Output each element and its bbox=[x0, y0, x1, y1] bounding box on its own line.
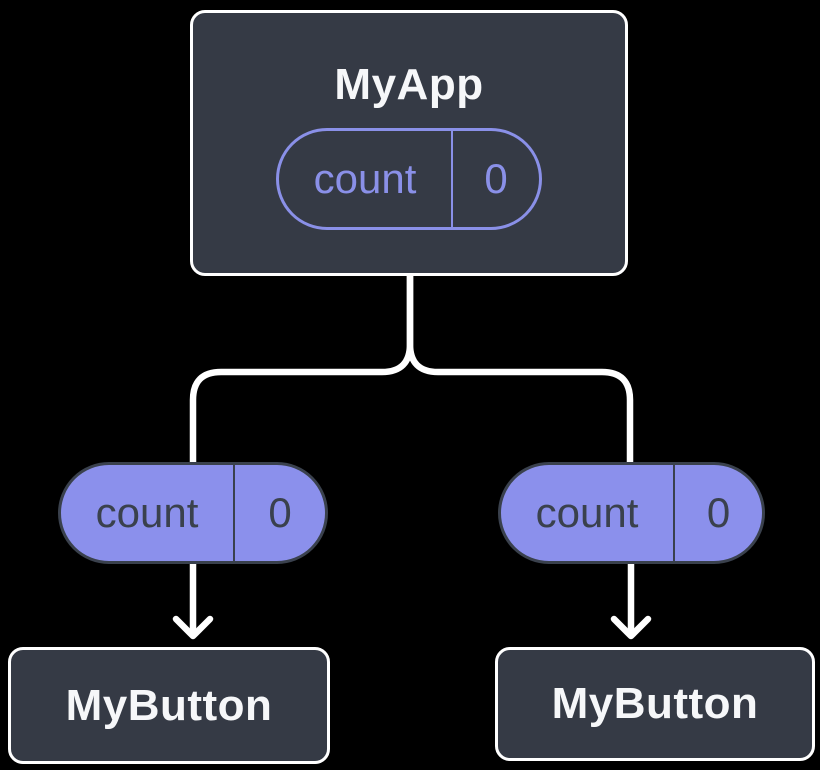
prop-pill-value: 0 bbox=[706, 489, 731, 536]
prop-pill-left: count 0 bbox=[58, 462, 328, 564]
prop-pill-key: count bbox=[61, 465, 235, 561]
component-node-mybutton-left: MyButton bbox=[8, 647, 330, 764]
component-node-myapp: MyApp count 0 bbox=[190, 10, 628, 276]
state-pill-value: 0 bbox=[484, 155, 508, 202]
branch-left-line bbox=[189, 269, 414, 470]
prop-pill-value: 0 bbox=[268, 489, 292, 536]
prop-pill-key: count bbox=[501, 465, 675, 561]
arrow-right-head bbox=[610, 615, 652, 640]
arrow-left-head bbox=[172, 615, 214, 640]
prop-pill-right: count 0 bbox=[498, 462, 765, 564]
state-pill-key: count bbox=[279, 131, 453, 227]
node-title: MyButton bbox=[551, 679, 759, 728]
node-title: MyApp bbox=[334, 60, 484, 109]
node-title: MyButton bbox=[65, 680, 273, 730]
state-pill: count 0 bbox=[276, 128, 542, 230]
component-node-mybutton-right: MyButton bbox=[495, 647, 815, 761]
branch-right-line bbox=[406, 269, 634, 470]
